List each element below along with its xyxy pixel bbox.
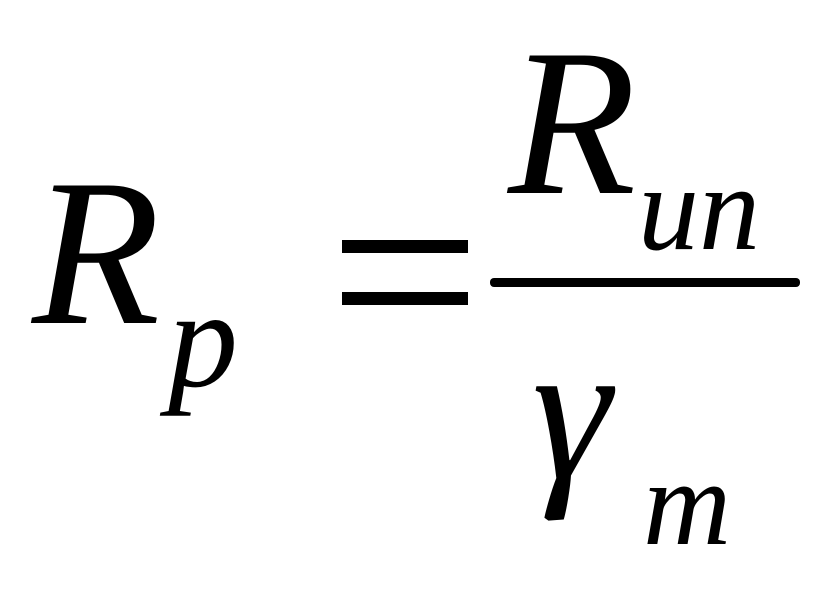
fraction-line [490, 278, 800, 287]
denominator-symbol: γ [532, 301, 611, 522]
lhs-subscript: p [168, 262, 238, 417]
denominator-subscript: m [643, 436, 732, 571]
lhs-symbol: R [32, 137, 161, 369]
numerator-subscript: un [638, 141, 760, 276]
numerator-symbol: R [508, 7, 637, 239]
equals-bar-bottom [342, 292, 468, 305]
equals-bar-top [342, 240, 468, 253]
